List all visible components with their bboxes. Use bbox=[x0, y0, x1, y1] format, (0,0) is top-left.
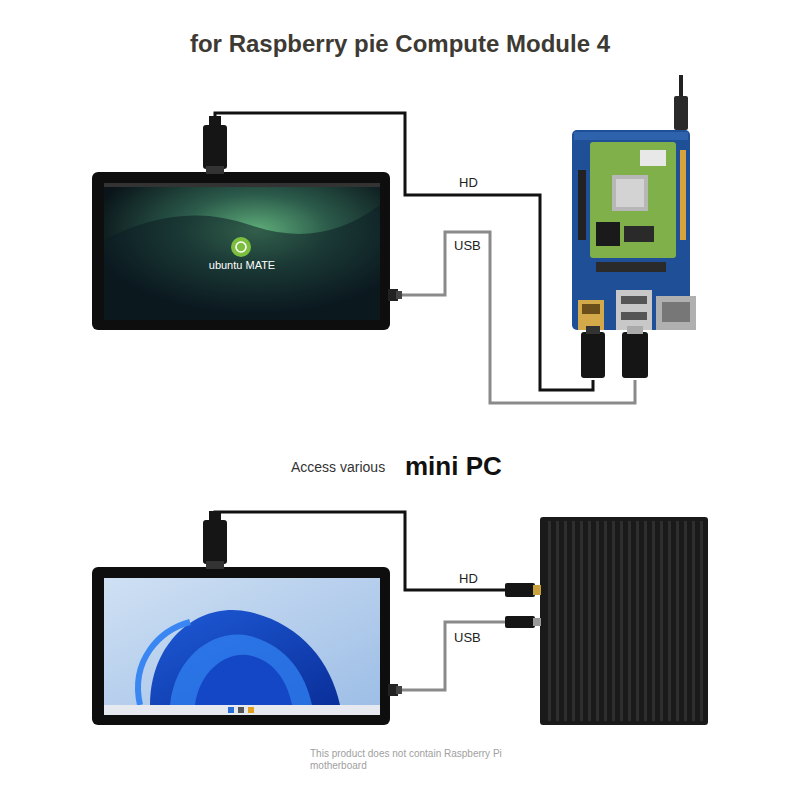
cable-label: HD bbox=[458, 175, 479, 190]
display-screen: ubuntu MATE bbox=[104, 183, 380, 320]
section-heading: mini PC bbox=[404, 451, 503, 482]
cable-label: USB bbox=[453, 238, 482, 253]
cable-label: HD bbox=[458, 571, 479, 586]
screen-text: ubuntu MATE bbox=[209, 259, 275, 271]
title: for Raspberry pie Compute Module 4 bbox=[0, 30, 800, 58]
cable-label: USB bbox=[453, 630, 482, 645]
caption: This product does not contain Raspberry … bbox=[310, 748, 515, 772]
section-heading: Access various bbox=[290, 459, 386, 475]
